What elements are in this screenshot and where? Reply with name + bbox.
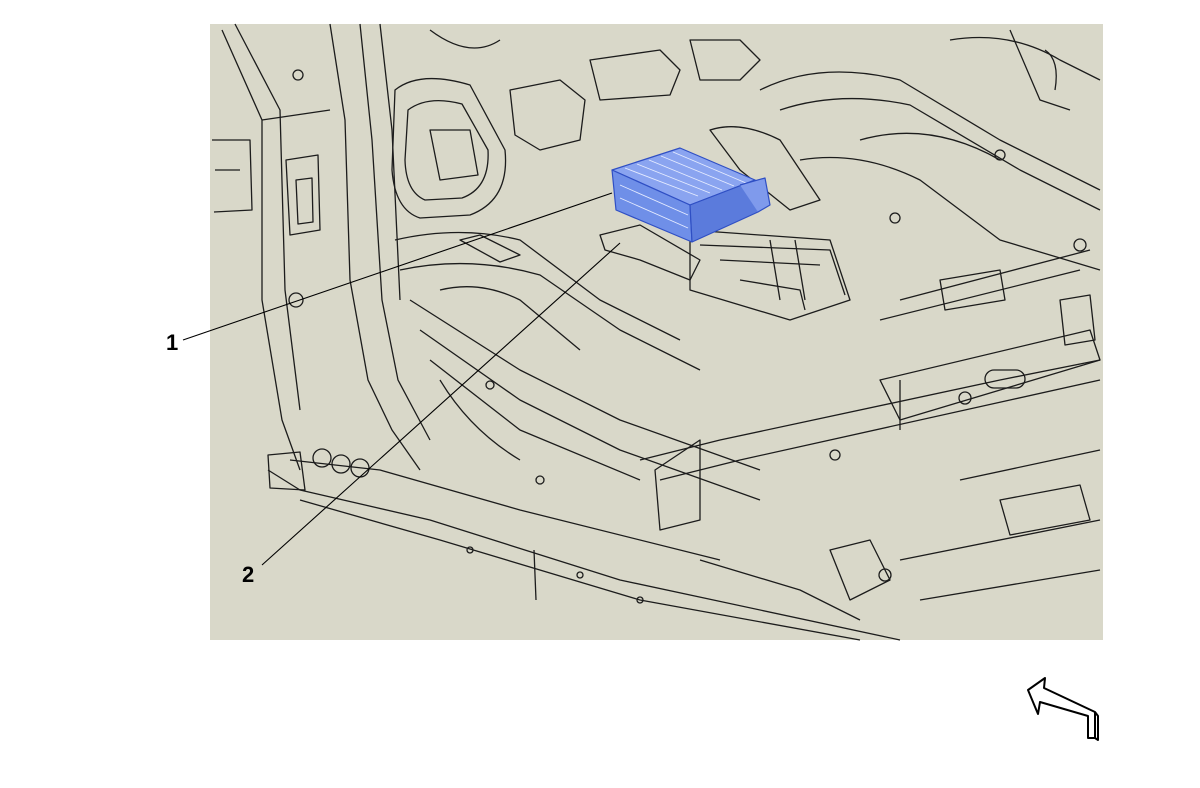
leader-line-2 <box>261 242 621 566</box>
callout-label-1: 1 <box>166 330 178 355</box>
illustration-panel <box>210 23 1103 641</box>
leader-lines <box>182 192 621 566</box>
leader-line-1 <box>182 192 613 341</box>
view-direction-arrow-icon <box>1027 677 1099 741</box>
callout-label-2: 2 <box>242 562 254 587</box>
body-structure-lines <box>212 23 1101 641</box>
highlighted-module <box>611 147 771 243</box>
